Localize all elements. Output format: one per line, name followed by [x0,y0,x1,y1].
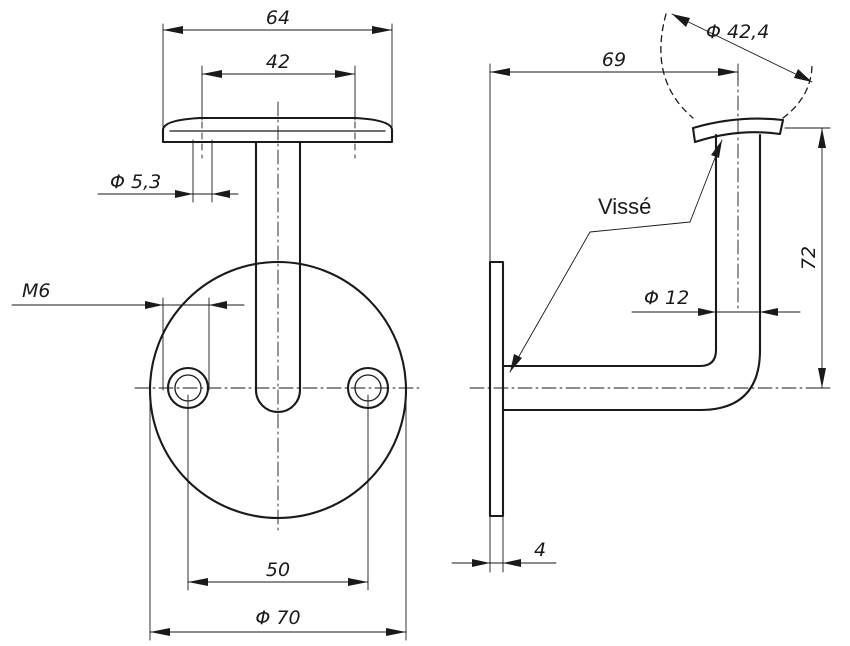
side-rod-inner [501,133,718,368]
dim-plate-thickness-text: 4 [534,539,546,561]
dim-424-line [671,13,813,83]
dim-64-arrow-right [372,26,392,34]
dim-hole-spacing-bottom-text: 50 [266,559,290,581]
dim-rod-diameter-text: Φ 12 [644,287,689,309]
dim-plate-diameter-text: Φ 70 [255,607,300,629]
screwed-leader [509,221,691,373]
dim-69-arrow-left [490,68,510,76]
dim-424-arrow-right [794,69,812,82]
dim-thread-text: M6 [22,280,50,302]
screwed-label: Vissé [598,194,651,219]
dim-70-arrow-left [150,628,170,636]
dim-12-arrow-right [760,308,778,316]
screwed-leader-arrow-top [711,140,722,158]
side-rod-outer [501,133,762,412]
front-stem [254,140,302,414]
dim-53-arrow-right [212,190,230,198]
dim-4-arrow-left [472,559,490,567]
dim-424-arrow-left [672,14,690,27]
dim-reach-text: 69 [602,49,626,71]
front-view: 64 42 Φ 5,3 M6 50 Φ 70 [11,7,421,641]
dim-53-arrow-left [175,190,193,198]
dim-70-arrow-right [386,628,406,636]
screwed-leader-arrow [510,354,522,372]
dim-50-arrow-right [348,578,368,586]
side-saddle [691,117,785,144]
dim-4-arrow-right [503,559,521,567]
side-view: Φ 42,4 69 72 Φ 12 4 Vissé [451,13,831,573]
round-base-plate [148,260,408,520]
dim-42-arrow-right [335,70,355,78]
dim-72-arrow-bottom [818,368,826,388]
dim-m6-arrow-left [145,301,163,309]
dim-plate-width-text: 64 [266,7,290,29]
dim-69-arrow-right [718,68,738,76]
front-saddle [161,116,394,144]
dim-hole-diameter-text: Φ 5,3 [110,171,161,193]
dim-12-arrow-left [698,308,716,316]
dim-saddle-diameter-text: Φ 42,4 [706,21,769,43]
dim-m6-arrow-right [209,301,227,309]
dim-height-text: 72 [798,246,820,270]
side-wall-plate [488,260,505,518]
side-tube-arc [660,13,694,119]
side-tube-arc-right [782,63,813,119]
dim-72-arrow-top [818,128,826,148]
dim-64-arrow-left [163,26,183,34]
dim-hole-spacing-top-text: 42 [266,51,290,73]
dim-50-arrow-left [188,578,208,586]
dim-42-arrow-left [202,70,222,78]
